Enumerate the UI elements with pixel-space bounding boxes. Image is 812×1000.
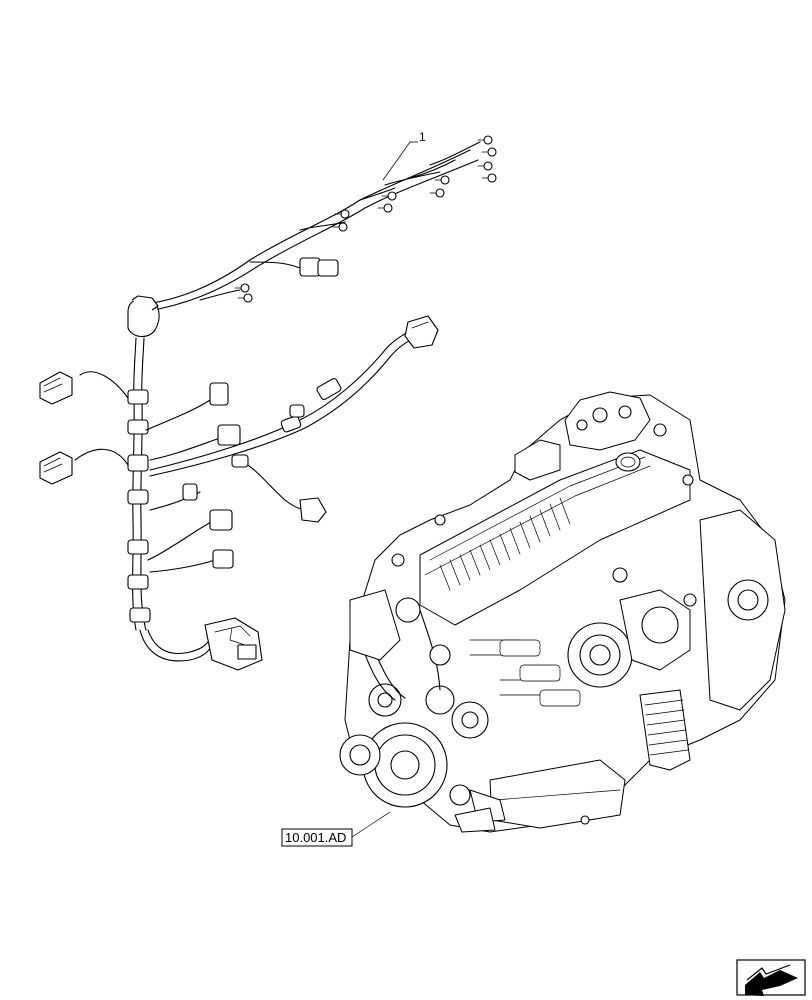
- ring-terminals: [234, 135, 497, 303]
- main-connector: [204, 617, 263, 671]
- callout-1-label: 1: [419, 130, 426, 144]
- arrow-pointing-icon[interactable]: [736, 959, 806, 996]
- front-pulleys: [339, 609, 489, 808]
- wiring-harness[interactable]: [39, 135, 497, 671]
- turbocharger: [567, 589, 691, 688]
- reference-callout[interactable]: 10.001.AD: [281, 811, 391, 847]
- engine-assembly: [339, 391, 786, 833]
- reference-label: 10.001.AD: [285, 830, 346, 845]
- callout-1: 1: [382, 130, 426, 181]
